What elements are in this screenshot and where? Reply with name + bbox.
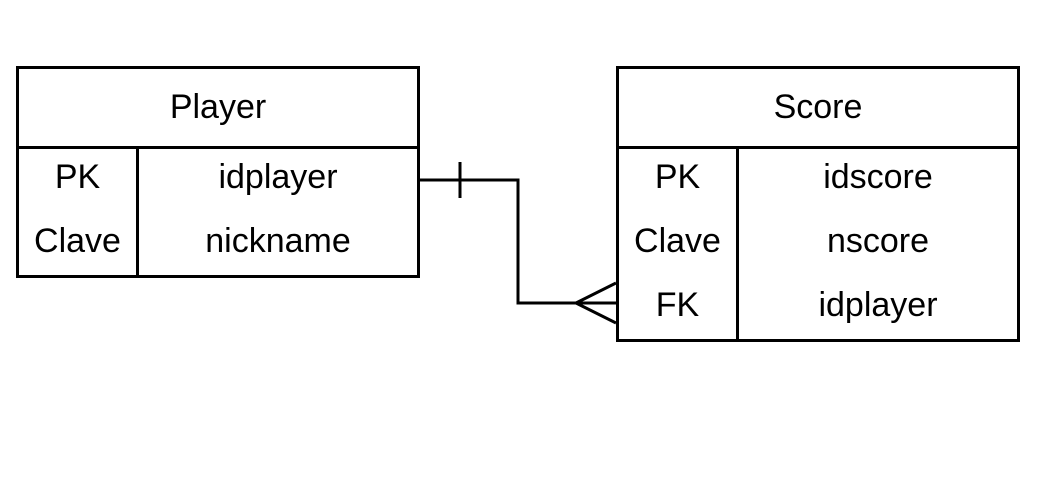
attribute-field: nickname: [205, 221, 351, 260]
attribute-key: PK: [654, 157, 701, 196]
entity-body-player: PK idplayer Clave nickname: [19, 149, 417, 275]
attribute-field: idscore: [823, 157, 933, 196]
attribute-row[interactable]: PK idplayer: [19, 145, 417, 209]
attribute-row[interactable]: Clave nickname: [19, 209, 417, 273]
attribute-key: FK: [655, 285, 700, 324]
entity-player[interactable]: Player PK idplayer Clave nickname: [16, 66, 420, 278]
attribute-row[interactable]: PK idscore: [619, 145, 1017, 209]
entity-title-player: Player: [19, 69, 417, 149]
attribute-field: idplayer: [818, 285, 938, 324]
entity-score[interactable]: Score PK idscore Clave nscore FK idplaye…: [616, 66, 1020, 342]
entity-title-score: Score: [619, 69, 1017, 149]
attribute-field: idplayer: [218, 157, 338, 196]
relationship-line: [420, 178, 616, 305]
entity-body-score: PK idscore Clave nscore FK idplayer: [619, 149, 1017, 339]
attribute-key: PK: [54, 157, 101, 196]
attribute-key: Clave: [34, 221, 121, 260]
many-cardinality-crowsfoot: [575, 281, 617, 325]
attribute-key: Clave: [634, 221, 721, 260]
attribute-field: nscore: [826, 221, 930, 260]
key-column-divider: [619, 149, 739, 339]
attribute-row[interactable]: Clave nscore: [619, 209, 1017, 273]
key-column-divider: [19, 149, 139, 275]
attribute-row[interactable]: FK idplayer: [619, 273, 1017, 337]
